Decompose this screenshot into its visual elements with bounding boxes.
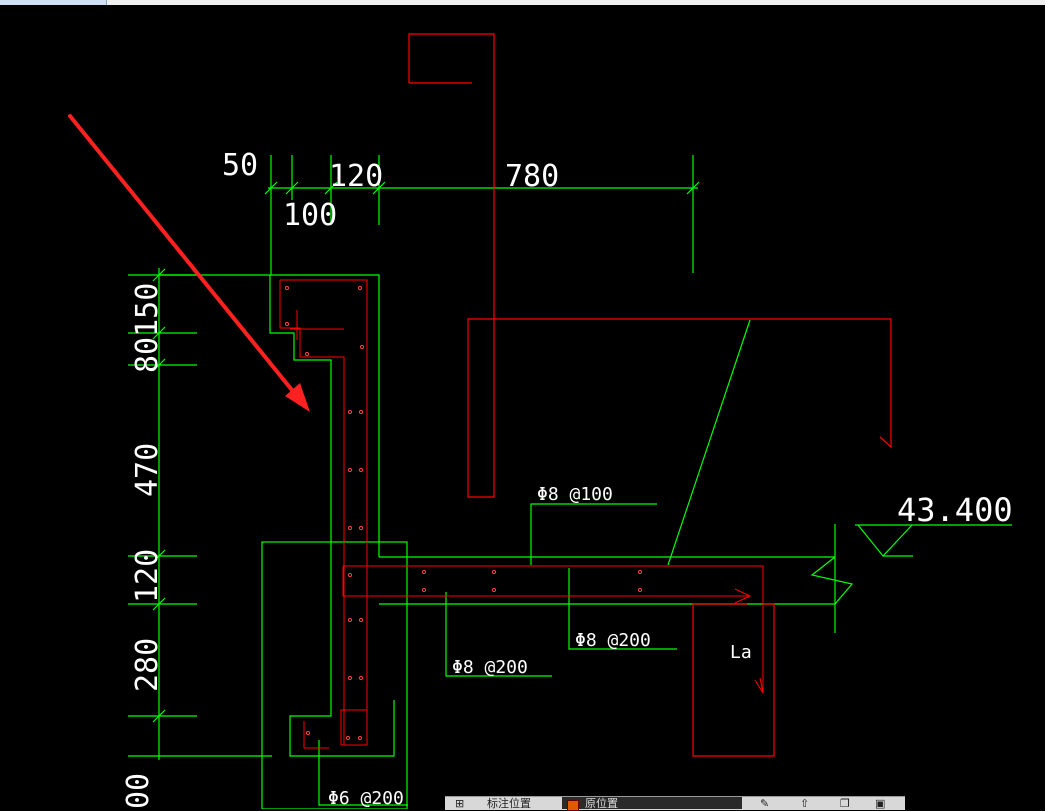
dim-left-470: 470	[130, 443, 165, 497]
status-item-2[interactable]: 原位置	[585, 797, 618, 810]
dim-left-120: 120	[130, 549, 165, 603]
rebar-dot	[304, 351, 310, 357]
elevation-label: 43.400	[897, 491, 1013, 529]
rebar-dot	[359, 344, 365, 350]
dim-left-00: 00	[121, 773, 156, 809]
rebar-dot	[357, 285, 363, 291]
dimension-lines	[128, 155, 700, 760]
cad-drawing-canvas[interactable]: 50 100 120 780 80150 470 120 280 00 43.4…	[0, 5, 1045, 809]
dim-top-50: 50	[222, 148, 258, 183]
rebar-notes: Φ8 @100 Φ8 @200 Φ8 @200 Φ6 @200	[328, 484, 651, 809]
note-phi8-100: Φ8 @100	[537, 484, 613, 505]
rebar-dot	[347, 525, 353, 531]
rebar-dot	[637, 587, 643, 593]
note-phi8-200-right: Φ8 @200	[575, 630, 651, 651]
layer-color-swatch	[567, 800, 579, 811]
rebar-dot	[491, 569, 497, 575]
rebar-dot	[358, 467, 364, 473]
arrow-up-icon[interactable]: ⇧	[800, 797, 810, 810]
status-icon-a[interactable]: ⊞	[455, 797, 465, 810]
window-top-bar	[0, 0, 1045, 5]
rebar-dot	[358, 675, 364, 681]
rebar-dot	[358, 617, 364, 623]
status-toolbar: ⊞ 标注位置 原位置 ✎ ⇧ ❐ ▣	[445, 796, 905, 811]
rebar-dot	[358, 409, 364, 415]
adjacent-red-elements	[408, 33, 892, 757]
rebar-dot	[345, 735, 351, 741]
anchor-length-label: La	[730, 642, 752, 663]
rebar-cage	[279, 279, 764, 749]
rebar-dot	[284, 285, 290, 291]
tab-stub[interactable]	[0, 0, 107, 5]
rebar-dot	[284, 321, 290, 327]
leader-lines	[318, 319, 1012, 806]
status-dropdown[interactable]	[562, 797, 742, 809]
rebar-dot	[347, 409, 353, 415]
rebar-dot	[357, 735, 363, 741]
rebar-dot	[305, 730, 311, 736]
copy-icon[interactable]: ❐	[840, 797, 850, 810]
concrete-outline	[159, 274, 854, 809]
save-icon[interactable]: ▣	[875, 797, 886, 810]
dim-top-780: 780	[505, 159, 559, 194]
rebar-dot	[421, 569, 427, 575]
rebar-dot	[637, 569, 643, 575]
dim-left-280: 280	[130, 638, 165, 692]
rebar-dot	[347, 617, 353, 623]
rebar-dot	[491, 587, 497, 593]
dimension-text: 50 100 120 780 80150 470 120 280 00	[121, 148, 559, 809]
note-phi6-200: Φ6 @200	[328, 788, 404, 809]
dim-top-120: 120	[329, 159, 383, 194]
pen-icon[interactable]: ✎	[760, 797, 770, 810]
rebar-dot	[347, 572, 353, 578]
rebar-dots	[284, 285, 643, 741]
note-phi8-200-bottom: Φ8 @200	[452, 657, 528, 678]
rebar-dot	[347, 467, 353, 473]
dim-top-100: 100	[283, 198, 337, 233]
status-item-1[interactable]: 标注位置	[487, 797, 531, 810]
rebar-dot	[421, 587, 427, 593]
rebar-dot	[358, 525, 364, 531]
red-pointer-arrow	[68, 114, 310, 412]
rebar-dot	[347, 675, 353, 681]
dim-left-80150: 80150	[130, 283, 165, 373]
